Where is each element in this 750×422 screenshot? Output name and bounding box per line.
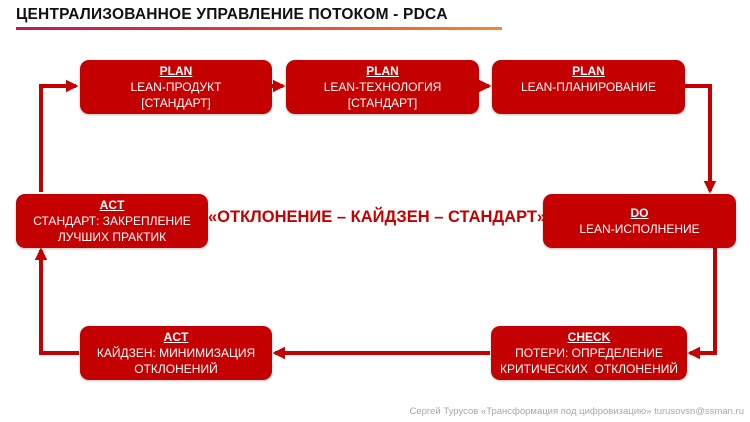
- arrow-do-to-check: [687, 248, 717, 360]
- do-label: DO: [630, 206, 649, 220]
- arrow-act-to-plan1: [39, 79, 79, 192]
- page-title: ЦЕНТРАЛИЗОВАННОЕ УПРАВЛЕНИЕ ПОТОКОМ - PD…: [16, 6, 448, 23]
- act-label: ACT: [163, 330, 189, 344]
- act-label: ACT: [99, 198, 125, 212]
- check-line1: ПОТЕРИ: ОПРЕДЕЛЕНИЕ: [515, 346, 663, 360]
- plan-label: PLAN: [159, 64, 193, 78]
- plan-technology-line1: LEAN-ТЕХНОЛОГИЯ: [323, 80, 442, 94]
- plan-label: PLAN: [366, 64, 399, 78]
- footer-credit: Сергей Турусов «Трансформация под цифров…: [409, 406, 744, 417]
- plan-box-planning: PLAN LEAN-ПЛАНИРОВАНИЕ .: [492, 60, 685, 114]
- act-standard-line2: ЛУЧШИХ ПРАКТИК: [57, 230, 167, 244]
- plan-box-technology: PLAN LEAN-ТЕХНОЛОГИЯ [СТАНДАРТ]: [286, 60, 479, 114]
- plan-planning-line1: LEAN-ПЛАНИРОВАНИЕ: [520, 80, 657, 94]
- plan-technology-line2: [СТАНДАРТ]: [347, 96, 418, 110]
- plan-product-line1: LEAN-ПРОДУКТ: [130, 80, 222, 94]
- title-underline: [16, 27, 502, 30]
- central-slogan: «ОТКЛОНЕНИЕ – КАЙДЗЕН – СТАНДАРТ»: [208, 208, 547, 226]
- act-kaizen-line1: КАЙДЗЕН: МИНИМИЗАЦИЯ: [96, 346, 256, 360]
- act-box-kaizen: ACT КАЙДЗЕН: МИНИМИЗАЦИЯ ОТКЛОНЕНИЙ: [80, 326, 272, 380]
- plan-box-product: PLAN LEAN-ПРОДУКТ [СТАНДАРТ]: [80, 60, 272, 114]
- arrow-act-to-act: [34, 247, 79, 355]
- check-line2: КРИТИЧЕСКИХ ОТКЛОНЕНИЙ: [500, 362, 678, 376]
- check-box: CHECK ПОТЕРИ: ОПРЕДЕЛЕНИЕ КРИТИЧЕСКИХ ОТ…: [491, 326, 687, 380]
- act-kaizen-line2: ОТКЛОНЕНИЙ: [134, 362, 218, 376]
- plan-product-line2: [СТАНДАРТ]: [141, 96, 211, 110]
- arrow-plan3-to-do: [685, 84, 717, 194]
- do-box: DO LEAN-ИСПОЛНЕНИЕ: [543, 194, 736, 248]
- act-standard-line1: СТАНДАРТ: ЗАКРЕПЛЕНИЕ: [33, 214, 191, 228]
- do-line1: LEAN-ИСПОЛНЕНИЕ: [579, 222, 700, 236]
- check-label: CHECK: [567, 330, 611, 344]
- act-box-standard: ACT СТАНДАРТ: ЗАКРЕПЛЕНИЕ ЛУЧШИХ ПРАКТИК: [16, 194, 208, 248]
- plan-label: PLAN: [572, 64, 605, 78]
